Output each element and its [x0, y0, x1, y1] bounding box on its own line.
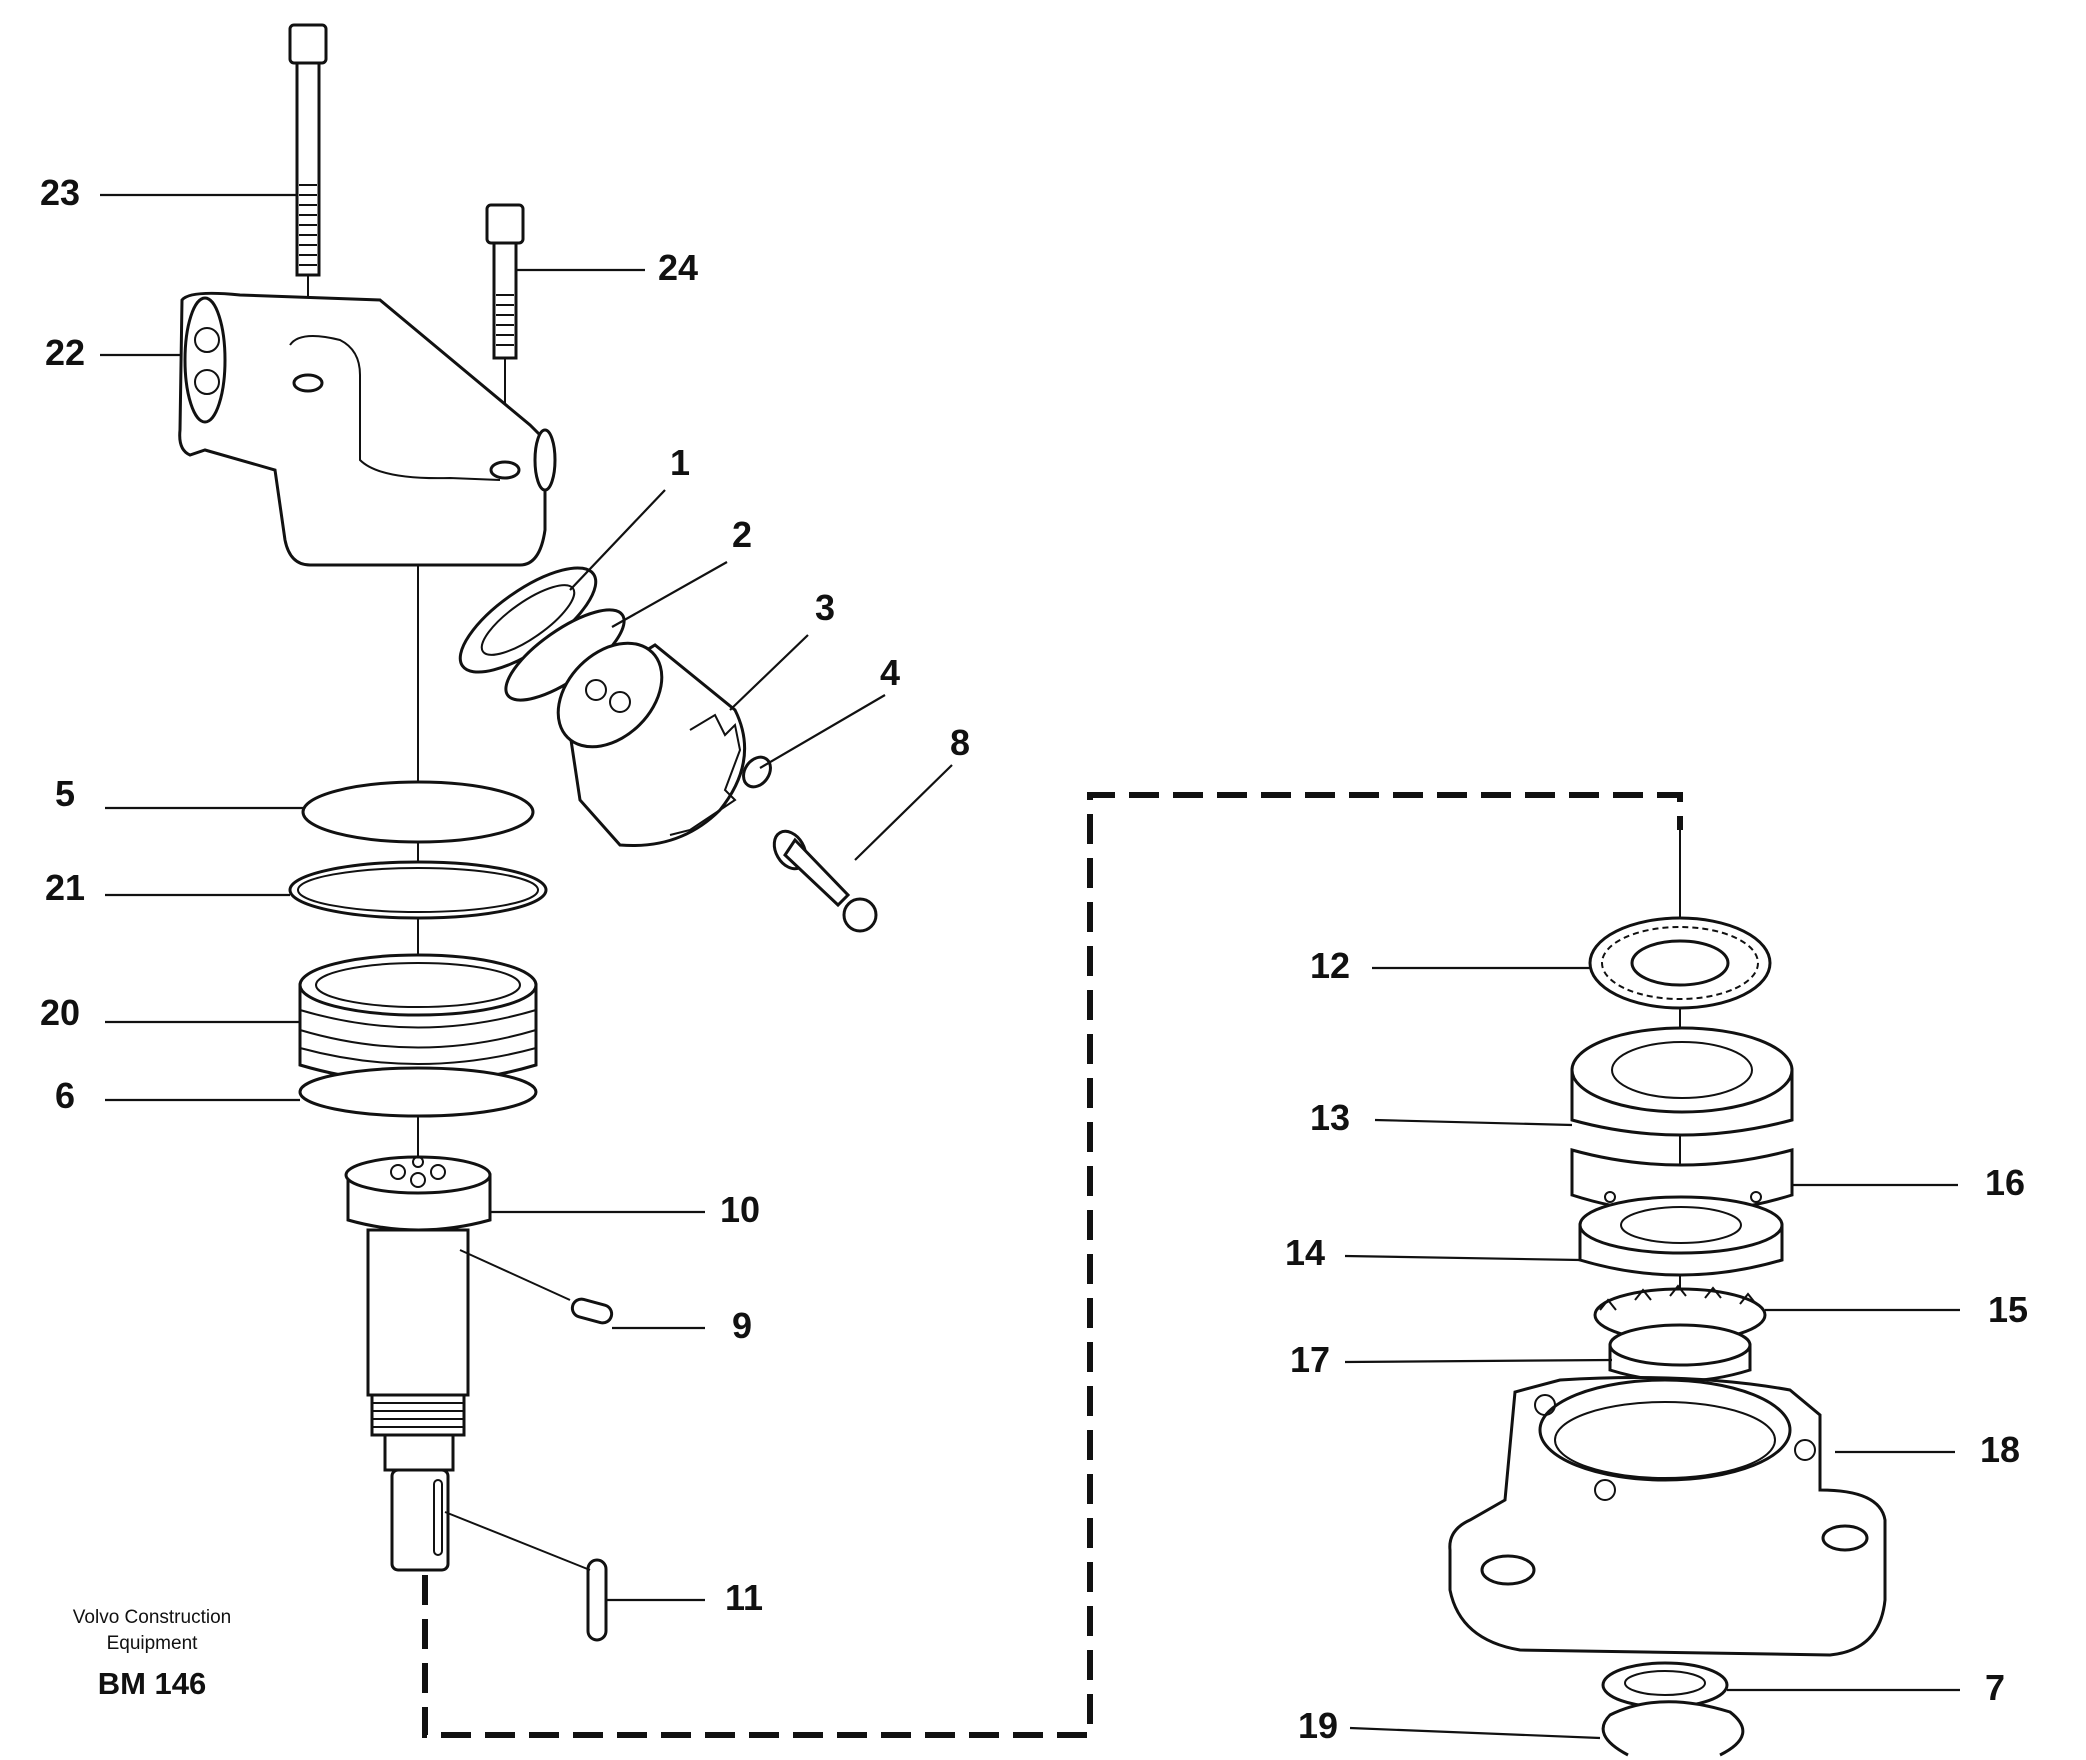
- callout-24: 24: [658, 247, 698, 288]
- caption-code: BM 146: [98, 1666, 207, 1701]
- callout-15: 15: [1988, 1289, 2028, 1330]
- callout-21: 21: [45, 867, 85, 908]
- callout-7: 7: [1985, 1667, 2005, 1708]
- callout-1: 1: [670, 442, 690, 483]
- callout-6: 6: [55, 1075, 75, 1116]
- callout-16: 16: [1985, 1162, 2025, 1203]
- bearing-14: [1578, 1195, 1784, 1277]
- bearing-housing-13: [1570, 1026, 1794, 1137]
- o-ring-6: [298, 1066, 538, 1118]
- callout-3: 3: [815, 587, 835, 628]
- piston-20: [298, 953, 538, 1084]
- key-11: [444, 1511, 608, 1642]
- gear-housing-18: [1448, 1376, 1887, 1657]
- callout-9: 9: [732, 1305, 752, 1346]
- ball-pin-8: [772, 829, 878, 933]
- shaft-10: [344, 1155, 492, 1572]
- callout-8: 8: [950, 722, 970, 763]
- caption-brand-line2: Equipment: [107, 1633, 199, 1654]
- bevel-gear-12: [1588, 916, 1772, 1010]
- callout-5: 5: [55, 773, 75, 814]
- bevel-gear-housing-3: [556, 641, 747, 848]
- callout-14: 14: [1285, 1232, 1325, 1273]
- callout-11: 11: [725, 1577, 763, 1618]
- callout-4: 4: [880, 652, 900, 693]
- lock-nut-17: [1608, 1323, 1752, 1383]
- callout-20: 20: [40, 992, 80, 1033]
- leader-lines: [100, 193, 1960, 1740]
- callout-12: 12: [1310, 945, 1350, 986]
- assembly-dashed-line: [422, 792, 1683, 1738]
- caption-brand-line1: Volvo Construction: [73, 1607, 231, 1628]
- callout-19: 19: [1298, 1705, 1338, 1746]
- callout-2: 2: [732, 514, 752, 555]
- o-ring-5: [301, 780, 535, 844]
- callout-22: 22: [45, 332, 85, 373]
- callout-17: 17: [1290, 1339, 1330, 1380]
- housing-22: [178, 291, 557, 567]
- callout-18: 18: [1980, 1429, 2020, 1470]
- callout-23: 23: [40, 172, 80, 213]
- circlip-19: [1601, 1700, 1745, 1757]
- callout-13: 13: [1310, 1097, 1350, 1138]
- callout-10: 10: [720, 1189, 760, 1230]
- split-ring-21: [288, 860, 548, 920]
- pin-9: [459, 1249, 614, 1325]
